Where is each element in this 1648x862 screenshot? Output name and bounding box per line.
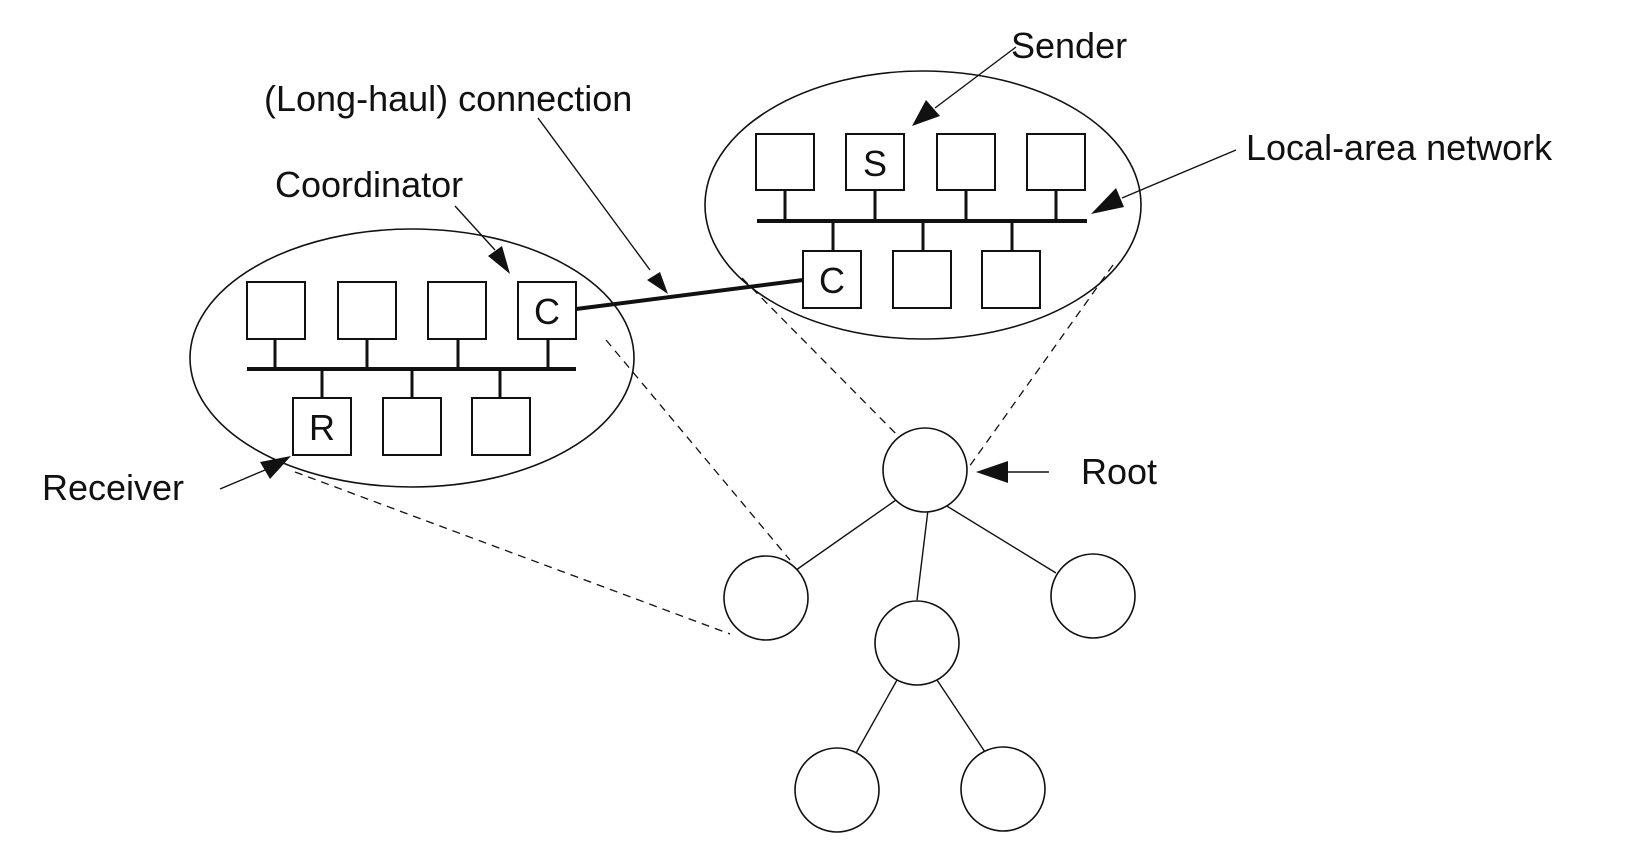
tree xyxy=(723,427,1136,833)
left-coordinator-letter: C xyxy=(534,291,560,332)
lan-arrowhead xyxy=(1091,188,1124,214)
right-lan-ellipse xyxy=(704,70,1142,340)
lan-label: Local-area network xyxy=(1246,127,1553,168)
right-coordinator-letter: C xyxy=(819,260,845,301)
receiver-node xyxy=(292,397,352,456)
long-haul-connection-line xyxy=(575,278,804,311)
sender-letter: S xyxy=(863,143,887,184)
receiver-label: Receiver xyxy=(42,467,184,508)
annotation-arrows xyxy=(219,46,1237,490)
left-host-2 xyxy=(337,281,397,340)
right-lan: S C xyxy=(755,133,1087,309)
right-host-1 xyxy=(755,133,815,191)
coordinator-arrowhead xyxy=(488,246,510,274)
tree-leaf-right xyxy=(960,746,1046,832)
left-lan-ellipse xyxy=(189,228,635,488)
tree-root-node xyxy=(882,427,968,513)
connection-arrowhead xyxy=(647,272,668,294)
sender-label: Sender xyxy=(1011,25,1127,66)
tree-node-middle xyxy=(874,600,960,686)
root-label: Root xyxy=(1081,451,1157,492)
tree-node-left xyxy=(723,555,809,641)
labels: Sender (Long-haul) connection Local-area… xyxy=(42,25,1553,508)
tree-node-right xyxy=(1050,553,1136,639)
tree-leaf-left xyxy=(794,747,880,833)
left-host-1 xyxy=(246,281,306,340)
left-host-7 xyxy=(471,397,531,456)
coordinator-label: Coordinator xyxy=(275,164,463,205)
sender-arrowhead xyxy=(912,100,940,126)
right-host-7 xyxy=(981,250,1041,309)
left-lan: C R xyxy=(246,281,577,456)
left-coordinator-node xyxy=(517,281,577,340)
tree-edges xyxy=(788,499,1057,756)
right-host-3 xyxy=(936,133,996,191)
receiver-arrowhead xyxy=(260,456,291,479)
right-host-6 xyxy=(892,250,952,309)
left-host-3 xyxy=(427,281,487,340)
sender-node xyxy=(845,133,905,191)
root-arrowhead xyxy=(976,461,1008,483)
right-host-4 xyxy=(1026,133,1086,191)
connection-label: (Long-haul) connection xyxy=(264,78,632,119)
receiver-letter: R xyxy=(309,407,335,448)
right-coordinator-node xyxy=(802,250,862,309)
projection-lines xyxy=(294,264,1114,635)
left-host-6 xyxy=(382,397,442,456)
